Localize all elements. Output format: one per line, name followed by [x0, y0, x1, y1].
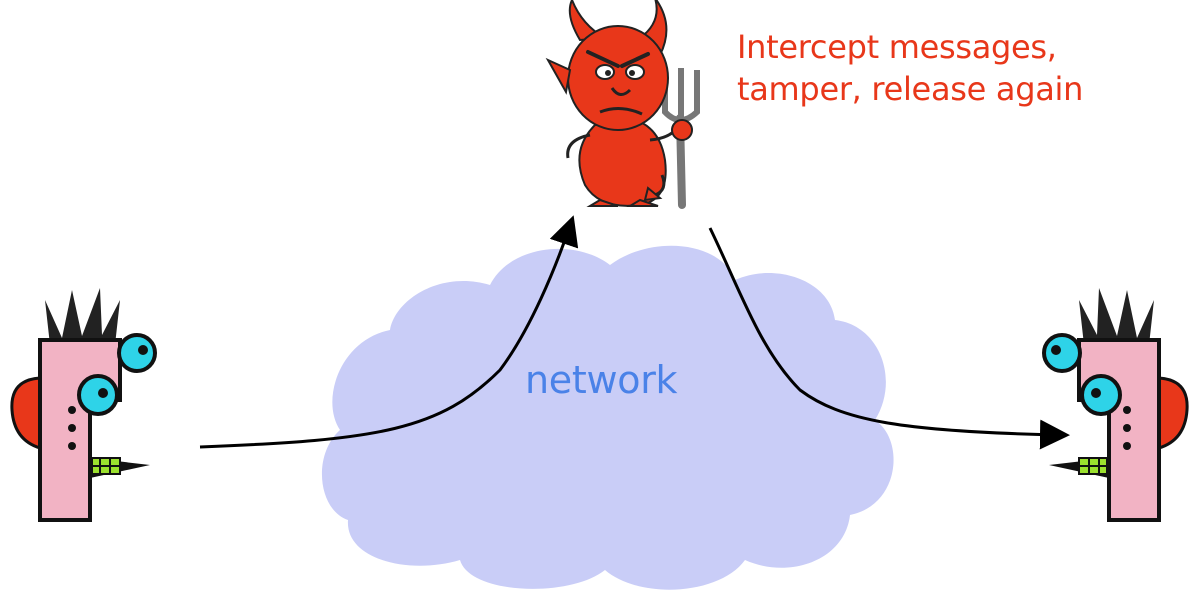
arrow-sender-to-attacker — [199, 215, 579, 449]
attacker-caption: Intercept messages, tamper, release agai… — [737, 26, 1177, 110]
left-person-icon — [10, 288, 157, 522]
network-cloud-icon — [321, 245, 894, 590]
network-label: network — [525, 358, 678, 402]
arrow-attacker-to-receiver — [708, 227, 1070, 450]
attacker-caption-line-1: Intercept messages, — [737, 28, 1057, 66]
attacker-caption-line-2: tamper, release again — [737, 70, 1084, 108]
right-person-icon — [1042, 288, 1189, 522]
devil-icon — [545, 0, 700, 209]
